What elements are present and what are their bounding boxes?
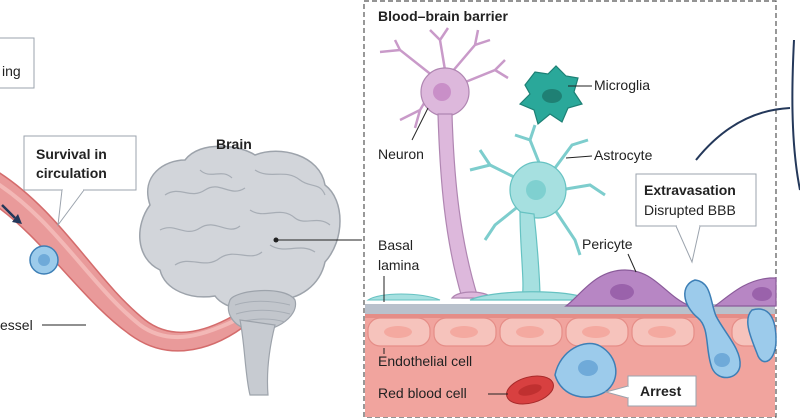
basal-lamina-label-line2: lamina xyxy=(378,257,419,273)
endothelial-cell-label: Endothelial cell xyxy=(378,353,472,369)
survival-label-line2: circulation xyxy=(36,165,107,181)
pericyte-cell-right xyxy=(713,277,777,307)
brain-label: Brain xyxy=(216,136,252,152)
astrocyte-label: Astrocyte xyxy=(594,147,653,163)
extravasating-tumor-cell-right xyxy=(747,308,777,363)
extravasation-label: Extravasation xyxy=(644,182,736,198)
red-blood-cell-label: Red blood cell xyxy=(378,385,467,401)
pericyte-label: Pericyte xyxy=(582,236,633,252)
brain-illustration: Brain xyxy=(139,136,362,396)
bbb-title: Blood–brain barrier xyxy=(378,8,508,24)
disrupted-bbb-label: Disrupted BBB xyxy=(644,202,736,218)
pericyte-cell: Pericyte xyxy=(564,236,691,307)
survival-label-line1: Survival in xyxy=(36,146,107,162)
endothelial-cells xyxy=(367,317,777,347)
vessel-label: essel xyxy=(0,317,33,333)
red-blood-cell: Red blood cell xyxy=(378,375,554,405)
microglia-label: Microglia xyxy=(594,77,650,93)
astrocyte-cell: Astrocyte xyxy=(469,124,653,301)
extravasating-tumor-cell xyxy=(684,279,741,379)
partial-callout-box: ing xyxy=(0,37,35,89)
neuron-cell xyxy=(379,27,509,299)
circulating-tumor-cell xyxy=(29,245,59,275)
partial-callout-text: ing xyxy=(2,63,21,79)
arrested-tumor-cell xyxy=(554,342,617,398)
survival-callout: Survival in circulation xyxy=(23,135,137,227)
basal-lamina xyxy=(365,293,775,314)
arrest-callout: Arrest xyxy=(604,375,697,407)
vessel-callout: essel xyxy=(0,317,86,333)
microglia-cell: Microglia xyxy=(518,65,650,126)
basal-lamina-label-line1: Basal xyxy=(378,237,413,253)
extravasation-callout: Extravasation Disrupted BBB xyxy=(635,173,757,264)
right-edge-connector-lines xyxy=(695,39,800,191)
neuron-label: Neuron xyxy=(378,146,424,162)
arrest-label: Arrest xyxy=(640,383,682,399)
